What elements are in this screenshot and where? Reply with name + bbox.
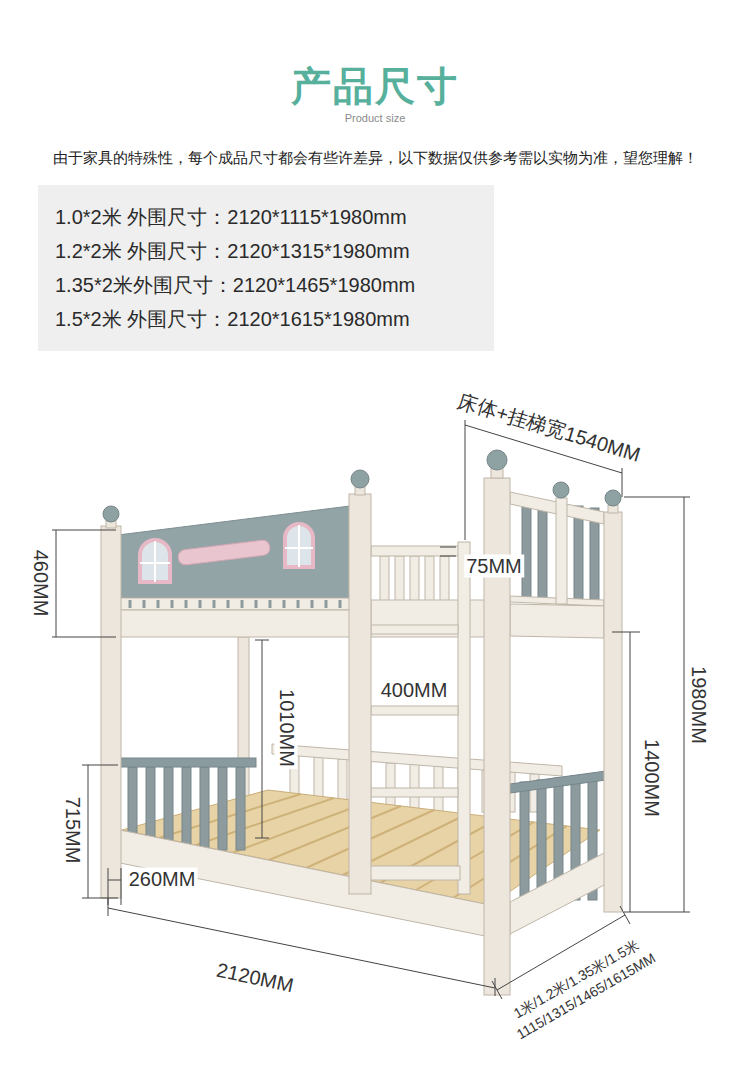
dimension-line <box>255 640 269 838</box>
upper-back-panel <box>118 506 352 637</box>
page-title: 产品尺寸 <box>0 62 750 110</box>
subtitle: Product size <box>343 112 408 125</box>
lower-end-guard <box>510 771 606 793</box>
dimension-label: 床体+挂梯宽1540MM <box>453 389 645 468</box>
dimension-line <box>52 530 116 637</box>
upper-back-panel <box>118 598 350 610</box>
ladder <box>371 788 458 797</box>
bed-post <box>349 494 371 894</box>
dimension-label: 260MM <box>127 868 198 891</box>
lower-end-guard <box>510 771 606 934</box>
dimension-line <box>82 765 118 898</box>
dimension-label: 1400MM <box>640 737 663 819</box>
ladder <box>360 542 470 894</box>
upper-end-guard <box>556 498 567 604</box>
upper-back-panel <box>140 540 170 582</box>
upper-front-guard <box>371 546 461 556</box>
dimension-line <box>108 898 495 996</box>
lower-end-guard <box>520 782 529 900</box>
bed-post <box>604 512 622 912</box>
lower-end-guard <box>537 780 546 900</box>
dimension-label: 715MM <box>61 795 84 866</box>
dimension-line <box>52 420 690 999</box>
dimension-label: 75MM <box>464 555 524 578</box>
upper-front-guard <box>395 556 404 602</box>
back-lower-rail <box>272 744 562 776</box>
lower-end-guard <box>510 852 606 934</box>
upper-end-guard <box>510 492 604 638</box>
dimension-line <box>108 868 121 905</box>
post-knob <box>605 490 621 506</box>
note-text: 由于家具的特殊性，每个成品尺寸都会有些许差异，以下数据仅供参考需以实物为准，望您… <box>51 149 700 166</box>
dimension-label: 2120MM <box>213 958 298 998</box>
lower-front-guard <box>182 767 191 850</box>
upper-back-panel <box>285 524 313 567</box>
upper-end-guard <box>510 604 604 638</box>
dimension-label: 400MM <box>379 679 450 702</box>
upper-back-panel <box>285 525 313 567</box>
upper-end-guard <box>553 482 569 498</box>
post-knob <box>103 506 119 522</box>
upper-front-guard <box>440 556 449 602</box>
dimension-line <box>440 547 456 556</box>
size-spec-line: 1.35*2米外围尺寸：2120*1465*1980mm <box>55 268 415 302</box>
upper-back-panel <box>140 541 170 582</box>
lower-front-guard <box>164 767 173 850</box>
bed-post <box>101 468 622 995</box>
post-knob <box>351 470 369 488</box>
ladder <box>458 542 470 894</box>
size-spec-line: 1.5*2米 外围尺寸：2120*1615*1980mm <box>55 302 410 336</box>
size-table-panel: 1.0*2米 外围尺寸：2120*1115*1980mm1.2*2米 外围尺寸：… <box>38 185 494 351</box>
dimension-label: 1010MM <box>275 687 298 769</box>
lower-front-guard <box>236 767 245 850</box>
upper-back-panel <box>130 600 340 608</box>
upper-front-guard <box>410 556 419 602</box>
lower-front-guard <box>200 767 209 850</box>
upper-end-guard <box>510 482 604 638</box>
upper-back-panel <box>118 506 350 598</box>
lower-front-guard <box>118 758 256 767</box>
upper-front-guard <box>425 556 434 602</box>
upper-end-guard <box>538 502 547 600</box>
upper-end-guard <box>522 500 531 600</box>
dimension-line <box>612 632 640 912</box>
dimension-label: 1980MM <box>687 664 710 746</box>
upper-front-guard <box>380 556 389 602</box>
post-knob <box>103 450 621 522</box>
lower-front-guard <box>218 767 227 850</box>
post-knob <box>487 450 507 470</box>
bed-post <box>101 526 121 898</box>
ladder <box>371 625 458 634</box>
upper-back-panel <box>118 610 352 637</box>
ladder <box>371 706 458 715</box>
upper-end-guard <box>574 506 583 600</box>
upper-back-panel <box>177 539 270 565</box>
ladder <box>360 866 460 880</box>
dimension-label: 460MM <box>29 548 52 619</box>
dimension-line <box>624 497 690 912</box>
size-spec-line: 1.2*2米 外围尺寸：2120*1315*1980mm <box>55 234 410 268</box>
size-spec-line: 1.0*2米 外围尺寸：2120*1115*1980mm <box>55 200 407 234</box>
